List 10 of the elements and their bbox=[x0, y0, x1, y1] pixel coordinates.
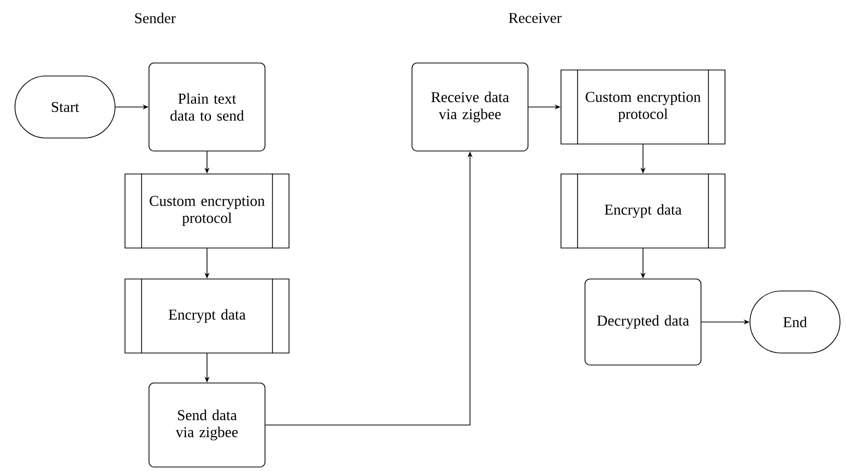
process-box: Receive data via zigbee bbox=[412, 62, 528, 152]
process-box: Plain text data to send bbox=[148, 62, 266, 152]
predefined-process-box: Encrypt data bbox=[124, 278, 290, 354]
process-box: Decrypted data bbox=[584, 278, 702, 366]
process-box: Send data via zigbee bbox=[148, 382, 266, 468]
heading: Sender bbox=[135, 12, 176, 24]
predefined-process-box: Encrypt data bbox=[560, 173, 726, 249]
heading: Receiver bbox=[508, 12, 562, 24]
predefined-process-box: Custom encryption protocol bbox=[124, 173, 290, 249]
predefined-process-box: Custom encryption protocol bbox=[560, 69, 726, 145]
